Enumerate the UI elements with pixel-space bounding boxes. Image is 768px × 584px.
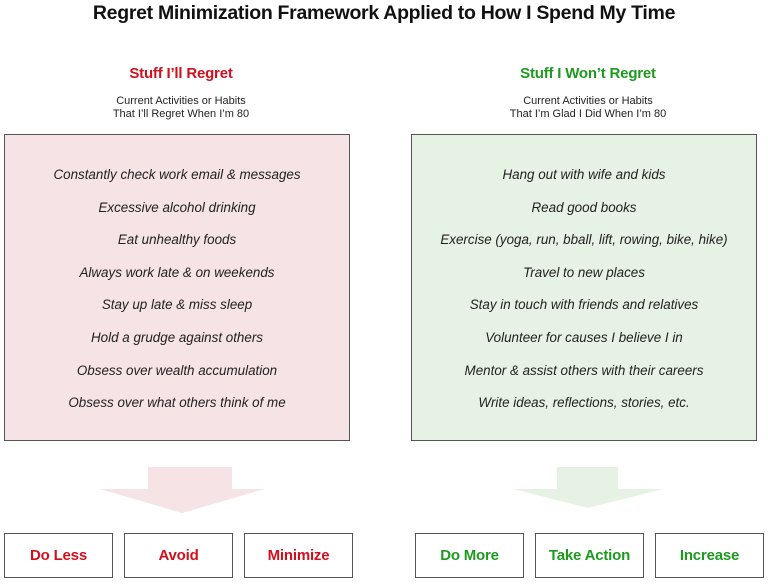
regret-panel: Constantly check work email & messages E… (4, 134, 350, 441)
no-regret-heading: Stuff I Won’t Regret (520, 65, 656, 82)
diagram-title: Regret Minimization Framework Applied to… (92, 2, 676, 24)
do-more-button[interactable]: Do More (415, 533, 524, 578)
regret-item: Obsess over wealth accumulation (76, 362, 278, 378)
minimize-button[interactable]: Minimize (244, 533, 353, 578)
regret-item: Constantly check work email & messages (53, 167, 301, 182)
regret-item: Excessive alcohol drinking (98, 199, 256, 215)
no-regret-down-arrow-icon (513, 467, 663, 508)
no-regret-item: Read good books (531, 199, 637, 215)
regret-list: Constantly check work email & messages E… (5, 159, 349, 420)
regret-heading: Stuff I’ll Regret (129, 65, 233, 82)
no-regret-item: Hang out with wife and kids (502, 167, 666, 182)
take-action-button[interactable]: Take Action (535, 533, 644, 578)
no-regret-subtitle-line2: That I’m Glad I Did When I’m 80 (509, 108, 667, 120)
regret-down-arrow-icon (100, 467, 265, 513)
increase-button[interactable]: Increase (655, 533, 764, 578)
no-regret-list: Hang out with wife and kids Read good bo… (412, 159, 756, 420)
no-regret-item: Travel to new places (523, 264, 645, 280)
do-less-button[interactable]: Do Less (4, 533, 113, 578)
no-regret-item: Stay in touch with friends and relatives (469, 297, 699, 313)
regret-subtitle: Current Activities or Habits That I’ll R… (11, 95, 351, 121)
avoid-button[interactable]: Avoid (124, 533, 233, 578)
regret-item: Hold a grudge against others (91, 329, 263, 345)
no-regret-item: Exercise (yoga, run, bball, lift, rowing… (440, 232, 728, 248)
regret-subtitle-line1: Current Activities or Habits (116, 95, 246, 107)
no-regret-item: Write ideas, reflections, stories, etc. (478, 395, 690, 411)
regret-item: Eat unhealthy foods (117, 232, 237, 248)
no-regret-panel: Hang out with wife and kids Read good bo… (411, 134, 757, 441)
regret-subtitle-line2: That I’ll Regret When I’m 80 (112, 108, 250, 120)
no-regret-item: Mentor & assist others with their career… (464, 362, 704, 378)
regret-item: Obsess over what others think of me (68, 395, 286, 411)
no-regret-item: Volunteer for causes I believe I in (485, 329, 683, 345)
regret-item: Always work late & on weekends (79, 264, 275, 280)
regret-item: Stay up late & miss sleep (101, 297, 253, 313)
no-regret-subtitle: Current Activities or Habits That I’m Gl… (418, 95, 758, 121)
no-regret-subtitle-line1: Current Activities or Habits (523, 95, 653, 107)
